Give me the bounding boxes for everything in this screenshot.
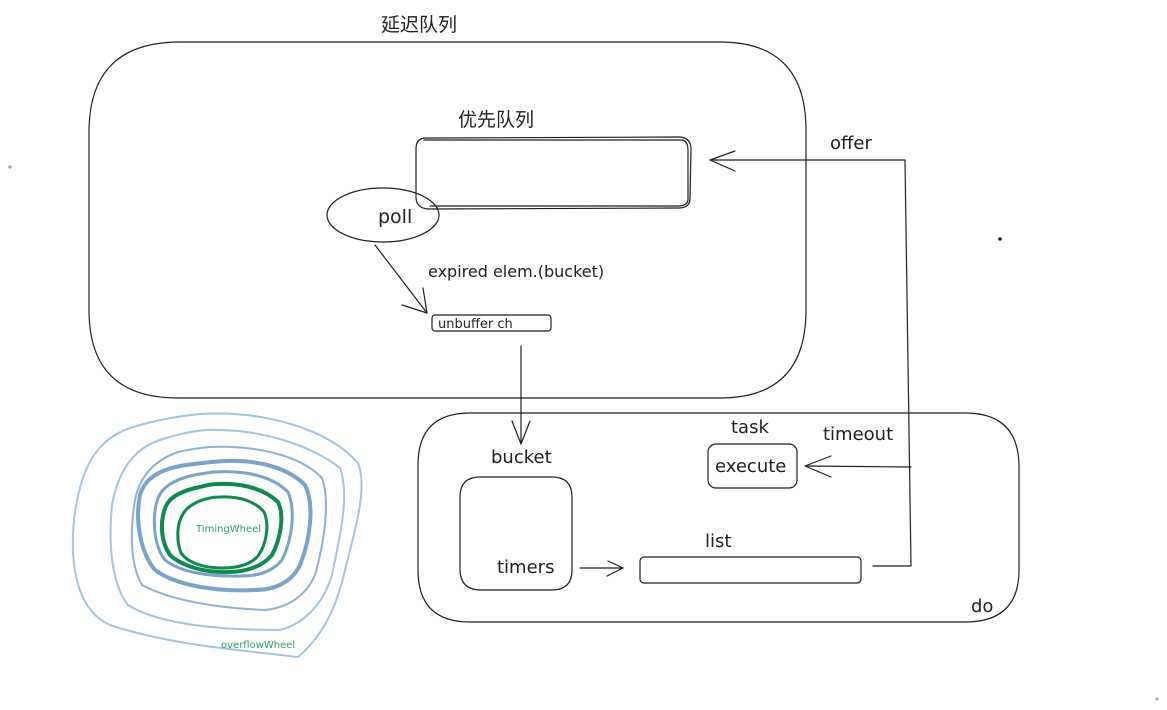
middle-wheel-ring-1 [136, 458, 313, 593]
offer-label: offer [830, 133, 872, 154]
list-box [639, 556, 862, 584]
task-label: task [731, 417, 769, 438]
overflow-wheel-label: overflowWheel [221, 640, 295, 651]
overflow-wheel-ring-2 [109, 428, 346, 631]
poll-label: poll [378, 206, 412, 228]
timeout-arrow [804, 465, 912, 468]
timeout-arrowhead [804, 455, 832, 478]
bucket-box [459, 476, 573, 591]
stray-dot [998, 237, 1002, 241]
expired-elem-label: expired elem.(bucket) [428, 262, 604, 281]
stray-dot [8, 165, 12, 169]
timing-wheel-label: TimingWheel [195, 524, 261, 535]
poll-ellipse [326, 187, 440, 243]
overflow-wheel-ring-3 [130, 445, 327, 611]
execute-label: execute [715, 456, 786, 477]
timing-wheels [71, 412, 363, 658]
bucket-label: bucket [491, 447, 552, 468]
overflow-wheel-ring-outer [71, 412, 363, 658]
offer-arrowhead [709, 150, 736, 172]
offer-arrow [709, 159, 912, 567]
list-label: list [705, 531, 731, 552]
priority-queue-title: 优先队列 [458, 109, 534, 131]
unbuffer-channel-label: unbuffer ch [438, 317, 513, 332]
delay-queue-title: 延迟队列 [381, 14, 457, 36]
poll-to-channel-arrow [374, 244, 428, 314]
timing-wheel-ring-inner [176, 495, 269, 570]
middle-wheel-ring-2 [152, 470, 294, 578]
delay-queue-box [88, 41, 807, 399]
do-label: do [971, 596, 993, 617]
channel-to-bucket-arrowhead [511, 420, 531, 445]
timeout-label: timeout [823, 424, 893, 445]
timers-label: timers [497, 557, 554, 578]
priority-queue-box [415, 136, 692, 210]
stray-dot [1155, 697, 1159, 701]
timing-wheel-ring-outer [159, 481, 284, 575]
priority-queue-box-sketch [423, 139, 689, 207]
unbuffer-channel-box [431, 314, 552, 332]
execute-box [707, 443, 798, 489]
timers-to-list-arrowhead [606, 560, 624, 577]
poll-to-channel-arrowhead [401, 287, 428, 314]
do-box [417, 412, 1020, 623]
